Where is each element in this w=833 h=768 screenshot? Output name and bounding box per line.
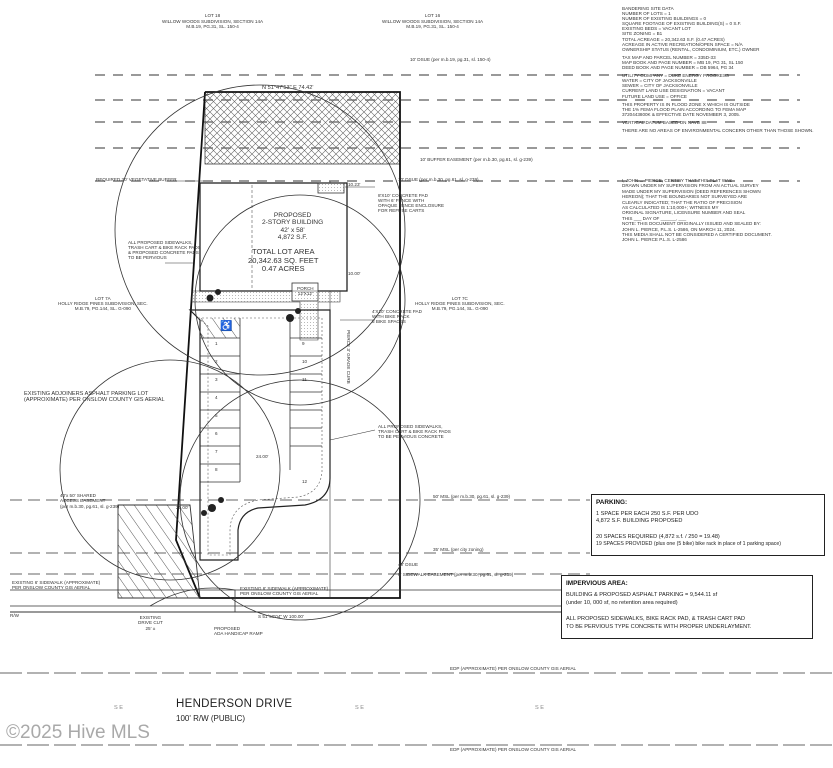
dim-1: 10.23': [348, 182, 361, 187]
east-line-label: PIERCE 3' GRADE CURB: [346, 330, 351, 384]
property-boundary: [175, 91, 401, 599]
edp-bottom-label: EDP (APPROXIMATE) PER ONSLOW COUNTY GIS …: [450, 747, 577, 752]
parking-line: 1 SPACE PER EACH 250 S.F. PER UDO: [596, 511, 699, 517]
watermark: ©2025 Hive MLS: [6, 722, 150, 743]
bearing-bottom: S 51°50'04" W 100.00': [258, 614, 304, 619]
parking-number: 3: [215, 377, 218, 382]
parking-lot: [188, 309, 331, 561]
parking-number: 4: [215, 395, 218, 400]
sidewalks-note-left: ALL PROPOSED SIDEWALKS,TRASH CART & BIKE…: [128, 240, 201, 260]
parking-line: 19 SPACES PROVIDED (plus one (5 bike) bi…: [596, 541, 782, 547]
parking-line: 4,872 S.F. BUILDING PROPOSED: [596, 518, 683, 524]
centerline-mark: S E: [114, 705, 124, 711]
centerline-mark: S E: [355, 705, 365, 711]
lot-label-top-right: LOT 16 WILLOW WOODS SUBDIVISION, SECTION…: [382, 13, 484, 30]
pervious-walkway: [191, 290, 341, 341]
dsue-top-label: 10' DSUE (per m.b.19, pg.31, sl. 150-4): [410, 57, 491, 62]
road-name: HENDERSON DRIVE: [176, 698, 293, 710]
edp-top-label: EDP (APPROXIMATE) PER ONSLOW COUNTY GIS …: [450, 666, 577, 671]
accessible-parking-icon: ♿: [220, 321, 233, 332]
buffer-easement-label: 10' BUFFER EASEMENT (per m.b.30, pg.61, …: [420, 157, 533, 162]
shared-access-easement-hatch: [117, 504, 201, 599]
landscape-trees: [201, 289, 301, 516]
parking-box-title: PARKING:: [596, 499, 628, 506]
leader-lines: [165, 180, 376, 441]
parking-number: 5: [215, 413, 218, 418]
parking-number: 12: [302, 479, 308, 484]
frontage-lines: [10, 499, 590, 613]
surveyor-certification: I, JOHN ... PIERCE, CERTIFY THAT THIS PL…: [622, 178, 772, 243]
parking-number: 1: [215, 341, 218, 346]
existing-sidewalk-left-label: EXISTING 6' SIDEWALK (APPROXIMATE)PER ON…: [12, 580, 101, 591]
centerline-mark: S E: [535, 705, 545, 711]
parking-number: 7: [215, 449, 218, 454]
impervious-box-title: IMPERVIOUS AREA:: [566, 580, 628, 587]
road-rw: 100' R/W (PUBLIC): [176, 714, 246, 723]
parking-number: 11: [302, 377, 307, 382]
parking-line: 20 SPACES REQUIRED (4,872 s.f. / 250 = 1…: [596, 534, 720, 540]
msl-label: 50' MSL (per m.b.30, pg.61, sl. g-239): [433, 494, 511, 499]
dsue-bottom-label: 40' DSUE: [398, 562, 419, 567]
buffer-hatch-area: [204, 91, 401, 165]
sidewalk-easement-label: 8' SIDEWALK EASEMENT (per m.b.30, pg.61,…: [398, 572, 514, 577]
parking-number: 9: [302, 341, 305, 346]
impervious-line: (under 10, 000 sf, no retention area req…: [566, 600, 678, 606]
parking-number: 10: [302, 359, 308, 364]
impervious-line: TO BE PERVIOUS TYPE CONCRETE WITH PROPER…: [566, 624, 752, 630]
sidewalks-note-right: ALL PROPOSED SIDEWALKS,TRASH CART & BIKE…: [378, 424, 451, 439]
dim-2: 10.00': [348, 271, 361, 276]
impervious-line: ALL PROPOSED SIDEWALKS, BIKE RACK PAD, &…: [566, 616, 746, 622]
parking-stalls: [200, 318, 322, 483]
parking-summary-box: PARKING: 1 SPACE PER EACH 250 S.F. PER U…: [591, 494, 825, 556]
parking-number: 2: [215, 359, 218, 364]
dim-24: 24.00': [256, 454, 269, 459]
building-footprint: [199, 182, 348, 292]
existing-sidewalk-mid-label: EXISTING 6' SIDEWALK (APPROXIMATE)PER ON…: [240, 586, 329, 597]
bearing-top: N 51°47'53" E 74.42': [262, 85, 314, 91]
parking-number: 8: [215, 467, 218, 472]
trash-pad: [317, 182, 345, 194]
dim-20: 20.00': [176, 505, 189, 510]
parking-curb-inner: [197, 317, 323, 556]
road-lines: [0, 672, 833, 746]
vegetative-buffer-label: REQUIRED 30' VEGETATIVE BUFFER: [96, 177, 177, 182]
dsue-mid-label: 10' DSUE (per m.b.30, pg.61, sl. g-239): [398, 177, 479, 182]
ada-aisle-hatch: [200, 318, 240, 338]
parking-number: 6: [215, 431, 218, 436]
adjoiners-lot-label: EXISTING ADJOINERS ASPHALT PARKING LOT(A…: [24, 391, 165, 404]
lot-label-top-left: LOT 18 WILLOW WOODS SUBDIVISION, SECTION…: [162, 13, 264, 30]
rw-left-label: R/W: [10, 613, 19, 618]
impervious-line: BUILDING & PROPOSED ASPHALT PARKING = 9,…: [566, 592, 718, 598]
city-zoning-label: 35' MSL (per city zoning): [433, 547, 484, 552]
impervious-area-box: IMPERVIOUS AREA: BUILDING & PROPOSED ASP…: [561, 575, 813, 639]
